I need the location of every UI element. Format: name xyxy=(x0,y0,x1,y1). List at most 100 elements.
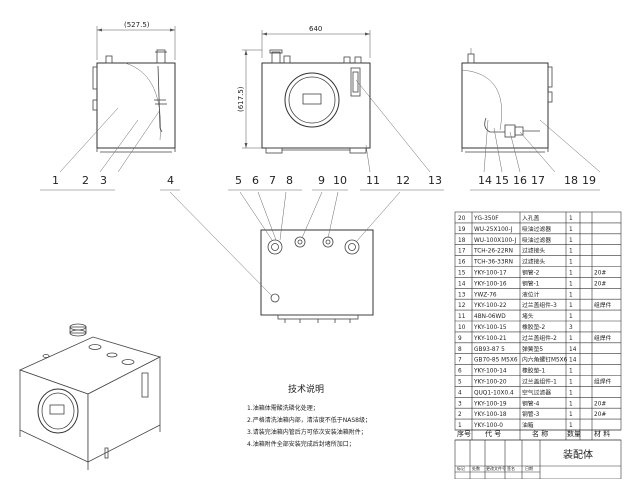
balloon-18: 18 xyxy=(564,174,578,187)
tb-label-change: 更改文件号 xyxy=(486,465,506,471)
balloon-13: 13 xyxy=(428,174,442,187)
bom-cell-qty: 1 xyxy=(569,238,573,244)
dim-side-width: (527.5) xyxy=(124,21,150,29)
balloon-14: 14 xyxy=(478,174,492,187)
bom-cell-qty: 1 xyxy=(569,369,573,375)
bom-cell-name: 橡胶垫-1 xyxy=(522,367,545,375)
tech-notes-title: 技术说明 xyxy=(288,383,324,395)
bom-cell-no: 14 xyxy=(458,281,466,287)
balloon-12: 12 xyxy=(396,174,410,187)
bom-cell-no: 2 xyxy=(458,412,462,418)
bom-cell-code: WU-100X100-J xyxy=(474,238,517,244)
top-view xyxy=(169,191,401,323)
balloon-labels: 1 2 3 4 5 6 7 8 9 10 11 12 13 14 15 16 1… xyxy=(40,174,600,191)
bom-cell-code: YKY-100-15 xyxy=(473,325,507,331)
bom-cell-code: YWZ-76 xyxy=(473,292,497,298)
bom-cell-code: YKY-100-22 xyxy=(473,303,507,309)
bom-header: 序号 代 号 名 称 数量 材 料 xyxy=(457,429,610,438)
bom-cell-code: 4BN-06WD xyxy=(474,314,506,320)
tb-label-sign: 签名 xyxy=(507,465,515,471)
bom-row: 6 YKY-100-14 橡胶垫-1 1 xyxy=(458,367,573,375)
bom-cell-qty: 1 xyxy=(569,303,573,309)
bom-cell-note: 20# xyxy=(594,271,606,277)
bom-cell-qty: 1 xyxy=(569,260,573,266)
bom-cell-name: 过兰盖组件-1 xyxy=(522,378,557,386)
bom-cell-code: YKY-100-20 xyxy=(473,380,507,386)
bom-cell-no: 5 xyxy=(458,380,462,386)
tech-note-3: 3.请装完油箱内管后方可依次安装油箱附件； xyxy=(247,428,367,436)
bom-cell-no: 15 xyxy=(458,271,466,277)
tech-note-4: 4.油箱附件全部安装完成后封堵所加口； xyxy=(247,440,355,448)
bom-cell-code: YKY-100-0 xyxy=(473,423,503,429)
tech-note-1: 1.油箱体需酸洗磷化处理； xyxy=(247,404,319,412)
balloon-11: 11 xyxy=(366,174,380,187)
balloon-5: 5 xyxy=(235,174,242,187)
isometric-view xyxy=(18,323,162,470)
right-view xyxy=(461,48,601,173)
bom-cell-name: 钢管-1 xyxy=(522,279,540,287)
bom-cell-qty: 1 xyxy=(569,336,573,342)
bom-cell-qty: 1 xyxy=(569,292,573,298)
bom-cell-code: YKY-100-16 xyxy=(473,281,507,287)
balloon-10: 10 xyxy=(333,174,347,187)
bom-cell-code: GB70-85 M5X6 xyxy=(474,358,518,364)
bom-cell-note: 组焊件 xyxy=(594,378,612,386)
dim-front-height: (617.5) xyxy=(237,86,245,112)
front-view: 640 (617.5) xyxy=(237,25,431,173)
bom-cell-qty: 1 xyxy=(569,249,573,255)
balloon-17: 17 xyxy=(531,174,545,187)
bom-cell-qty: 1 xyxy=(569,216,573,222)
bom-cell-name: 过滤接头 xyxy=(522,247,545,255)
bom-cell-qty: 14 xyxy=(569,347,577,353)
bom-cell-no: 6 xyxy=(458,369,462,375)
bom-cell-note: 20# xyxy=(594,401,606,407)
bom-cell-name: 空气过滤器 xyxy=(522,388,551,396)
balloon-1: 1 xyxy=(52,174,59,187)
bom-cell-no: 10 xyxy=(458,325,466,331)
bom-cell-code: QUQ1-10X0.4 xyxy=(474,390,514,396)
bom-cell-name: 钢管-3 xyxy=(522,410,540,418)
balloon-7: 7 xyxy=(269,174,276,187)
bom-cell-no: 7 xyxy=(458,358,462,364)
bom-cell-code: YKY-100-18 xyxy=(473,412,507,418)
bom-cell-note: 组焊件 xyxy=(594,301,612,309)
balloon-2: 2 xyxy=(82,174,89,187)
bom-cell-code: YKY-100-14 xyxy=(473,369,507,375)
bom-cell-name: 内六角螺钉M5X6 xyxy=(522,356,568,364)
bom-cell-no: 13 xyxy=(458,292,466,298)
bom-header-material: 材 料 xyxy=(594,429,610,438)
bom-cell-no: 12 xyxy=(458,303,466,309)
balloon-19: 19 xyxy=(582,174,596,187)
bom-cell-code: GB93-87 5 xyxy=(474,347,505,353)
bom-cell-name: 橡胶垫-2 xyxy=(522,323,545,331)
bom-cell-qty: 1 xyxy=(569,401,573,407)
tech-note-2: 2.严格清洗油箱内部，清洁度不低于NAS8级； xyxy=(247,416,371,424)
bom-cell-no: 1 xyxy=(458,423,462,429)
bom-cell-name: 过滤接头 xyxy=(522,258,545,266)
side-view: (527.5) xyxy=(59,21,176,173)
bom-cell-name: 吸油过滤器 xyxy=(522,236,551,244)
balloon-16: 16 xyxy=(513,174,527,187)
bom-cell-qty: 1 xyxy=(569,390,573,396)
bom-cell-code: TCH-26-22RN xyxy=(473,249,513,255)
bom-cell-name: 过兰盖组件-2 xyxy=(522,334,557,342)
bom-cell-no: 3 xyxy=(458,401,462,407)
bom-header-name: 名 称 xyxy=(532,429,548,438)
